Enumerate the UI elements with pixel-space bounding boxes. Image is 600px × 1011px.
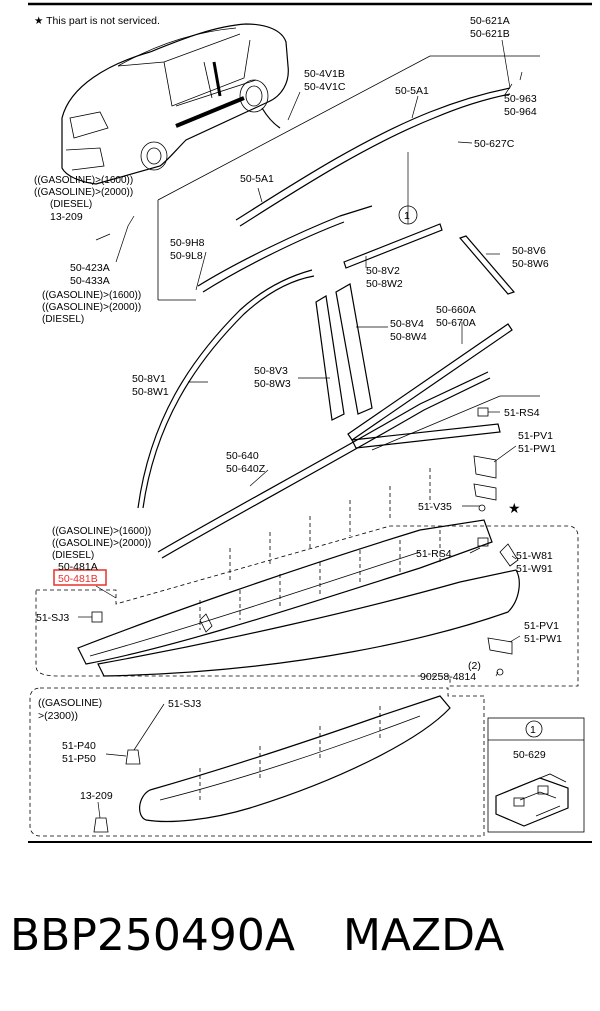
label-51-sj3-bot: 51-SJ3 <box>168 698 201 710</box>
label-13-209-bot: 13-209 <box>80 790 113 802</box>
side-molding-481 <box>77 519 493 665</box>
label-50-8w6: 50-8W6 <box>512 258 549 270</box>
label-50-660a: 50-660A <box>436 304 476 316</box>
label-50-8w3: 50-8W3 <box>254 378 291 390</box>
star-symbol: ★ <box>508 500 521 516</box>
rocker-molding-lower <box>139 695 451 823</box>
label-50-8v4: 50-8V4 <box>390 318 424 330</box>
label-50-8v2: 50-8V2 <box>366 265 400 277</box>
label-gas3-diesel: (DIESEL) <box>52 550 94 561</box>
label-51-pv1-mid: 51-PV1 <box>524 620 559 632</box>
inset-callout-number: 1 <box>530 724 536 736</box>
label-50-627c: 50-627C <box>474 138 515 150</box>
label-gas3-2000: ((GASOLINE)>(2000)) <box>52 538 151 549</box>
label-51-p50: 51-P50 <box>62 753 96 765</box>
label-50-423a: 50-423A <box>70 262 110 274</box>
label-51-pw1-top: 51-PW1 <box>518 443 556 455</box>
label-50-433a: 50-433A <box>70 275 110 287</box>
label-gas1-1600: ((GASOLINE)>(1600)) <box>34 175 133 186</box>
clip-guides <box>199 468 441 630</box>
clip-group-mid <box>91 537 519 676</box>
mid-section-box <box>35 525 579 687</box>
label-gas-2300-a: ((GASOLINE) <box>38 697 102 709</box>
part-number: BBP250490A <box>10 909 295 961</box>
label-gas-2300-b: >(2300)) <box>38 710 78 722</box>
pillar-8v3 <box>315 295 345 421</box>
label-13-209-top: 13-209 <box>50 211 83 223</box>
clip-group-upper <box>473 407 497 512</box>
label-51-w91: 51-W91 <box>516 563 553 575</box>
parts-diagram: ★ This part is not serviced. <box>28 2 592 843</box>
label-50-963: 50-963 <box>504 93 537 105</box>
brand-name: MAZDA <box>342 909 505 961</box>
upper-frame <box>157 55 540 300</box>
lower-section-box <box>29 687 485 837</box>
leader-lines <box>78 39 523 819</box>
inset-detail-box <box>487 717 585 833</box>
label-50-640z: 50-640Z <box>226 463 266 475</box>
label-50-9l8: 50-9L8 <box>170 250 203 262</box>
label-50-481b: 50-481B <box>58 573 98 585</box>
label-90258-4814: 90258-4814 <box>420 671 476 683</box>
label-51-w81: 51-W81 <box>516 550 553 562</box>
callout-number-1: 1 <box>404 210 410 222</box>
label-50-640: 50-640 <box>226 450 259 462</box>
label-50-670a: 50-670A <box>436 317 476 329</box>
label-gas3-1600: ((GASOLINE)>(1600)) <box>52 526 151 537</box>
strip-640 <box>157 371 489 553</box>
label-51-pv1-top: 51-PV1 <box>518 430 553 442</box>
label-gas2-diesel: (DIESEL) <box>42 314 84 325</box>
door-frame-8v1 <box>137 269 313 509</box>
callout-labels: 50-621A 50-621B 50-4V1B 50-4V1C 50-5A1 5… <box>34 15 562 802</box>
car-illustration <box>61 23 289 185</box>
label-51-sj3-top: 51-SJ3 <box>36 612 69 624</box>
roof-molding-part <box>235 87 511 221</box>
label-50-9h8: 50-9H8 <box>170 237 205 249</box>
not-serviced-note: ★ This part is not serviced. <box>34 15 160 27</box>
highlight-box-50-481b <box>53 569 107 586</box>
label-50-5a1-mid: 50-5A1 <box>240 173 274 185</box>
label-50-621b: 50-621B <box>470 28 510 40</box>
clip-group-lower <box>93 749 141 833</box>
label-50-629: 50-629 <box>513 749 546 761</box>
pillar-8v4 <box>335 283 373 415</box>
label-gas2-2000: ((GASOLINE)>(2000)) <box>42 302 141 313</box>
product-caption: BBP250490A MAZDA <box>0 895 600 975</box>
label-50-5a1-top: 50-5A1 <box>395 85 429 97</box>
label-50-964: 50-964 <box>504 106 537 118</box>
label-50-8w4: 50-8W4 <box>390 331 427 343</box>
strip-660a <box>347 323 513 441</box>
label-50-4v1b: 50-4V1B <box>304 68 345 80</box>
label-50-8v1: 50-8V1 <box>132 373 166 385</box>
label-gas2-1600: ((GASOLINE)>(1600)) <box>42 290 141 301</box>
label-50-8w2: 50-8W2 <box>366 278 403 290</box>
label-quantity-2: (2) <box>468 660 481 672</box>
label-50-8v6: 50-8V6 <box>512 245 546 257</box>
label-51-rs4-mid: 51-RS4 <box>416 548 452 560</box>
label-51-v35: 51-V35 <box>418 501 452 513</box>
label-50-621a: 50-621A <box>470 15 510 27</box>
clip-detail-drawing <box>495 773 569 827</box>
belt-molding-8v2 <box>343 223 443 269</box>
label-50-8v3: 50-8V3 <box>254 365 288 377</box>
label-gas1-2000: ((GASOLINE)>(2000)) <box>34 187 133 198</box>
label-50-4v1c: 50-4V1C <box>304 81 346 93</box>
inset-callout-circle <box>525 720 543 738</box>
label-gas1-diesel: (DIESEL) <box>50 199 92 210</box>
label-50-481a: 50-481A <box>58 561 98 573</box>
label-51-pw1-mid: 51-PW1 <box>524 633 562 645</box>
sill-box-upper <box>371 395 540 451</box>
label-51-rs4-top: 51-RS4 <box>504 407 540 419</box>
strip-8v6 <box>458 235 516 295</box>
label-51-p40: 51-P40 <box>62 740 96 752</box>
label-50-8w1: 50-8W1 <box>132 386 169 398</box>
rocker-skirt-upper <box>97 569 520 677</box>
